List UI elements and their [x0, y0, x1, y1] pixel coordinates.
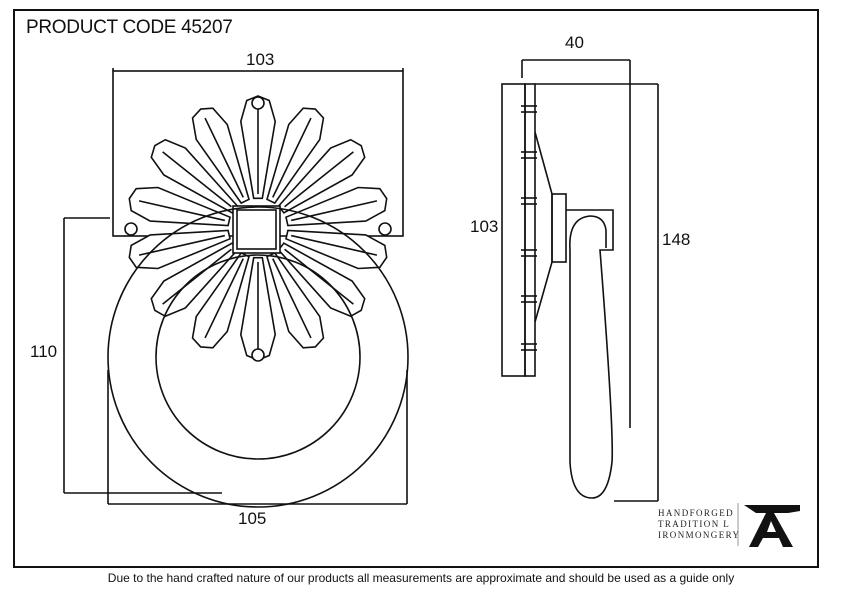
- rosette-petal-rib: [290, 234, 378, 256]
- rosette-petal-rib: [162, 248, 232, 305]
- drawing-frame: [13, 9, 819, 568]
- rosette: [124, 95, 392, 362]
- logo-line-3: IRONMONGERY: [658, 530, 741, 540]
- dim-ring-width: 105: [238, 509, 267, 528]
- rosette-petal-rib: [272, 258, 312, 339]
- logo-line-1: HANDFORGED: [658, 508, 735, 518]
- dim-side-plate-height: 103: [470, 217, 499, 236]
- fixing-hole: [251, 348, 265, 362]
- dim-side-depth: 40: [565, 33, 584, 52]
- logo-line-2: TRADITION L: [658, 519, 731, 529]
- rosette-petal-rib: [284, 151, 354, 208]
- ring-inner: [155, 254, 361, 460]
- product-code: PRODUCT CODE 45207: [26, 17, 233, 38]
- side-ring: [566, 209, 614, 499]
- side-cone: [534, 131, 553, 323]
- rosette-petal-rib: [272, 117, 312, 198]
- dim-front-width: 103: [246, 50, 275, 69]
- disclaimer: Due to the hand crafted nature of our pr…: [107, 571, 735, 585]
- collar: [232, 205, 281, 254]
- rosette-petal-rib: [204, 258, 244, 339]
- rosette-petal-rib: [204, 117, 244, 198]
- side-plate: [501, 83, 526, 377]
- anvil-A-icon: [737, 503, 800, 547]
- side-collar: [551, 193, 567, 263]
- ring-outer: [107, 206, 409, 508]
- rosette-petal-rib: [284, 248, 354, 305]
- rosette-petal-rib: [290, 200, 378, 222]
- fixing-hole: [124, 222, 138, 236]
- rosette-petal-rib: [138, 200, 226, 222]
- fixing-hole: [251, 96, 265, 110]
- rosette-petal-rib: [138, 234, 226, 256]
- side-rosette-teeth: [521, 105, 537, 351]
- fixing-hole: [378, 222, 392, 236]
- side-rosette-edge: [524, 83, 536, 377]
- dim-side-total-height: 148: [662, 230, 691, 249]
- dim-front-height: 110: [30, 342, 58, 361]
- rosette-petal-rib: [162, 151, 232, 208]
